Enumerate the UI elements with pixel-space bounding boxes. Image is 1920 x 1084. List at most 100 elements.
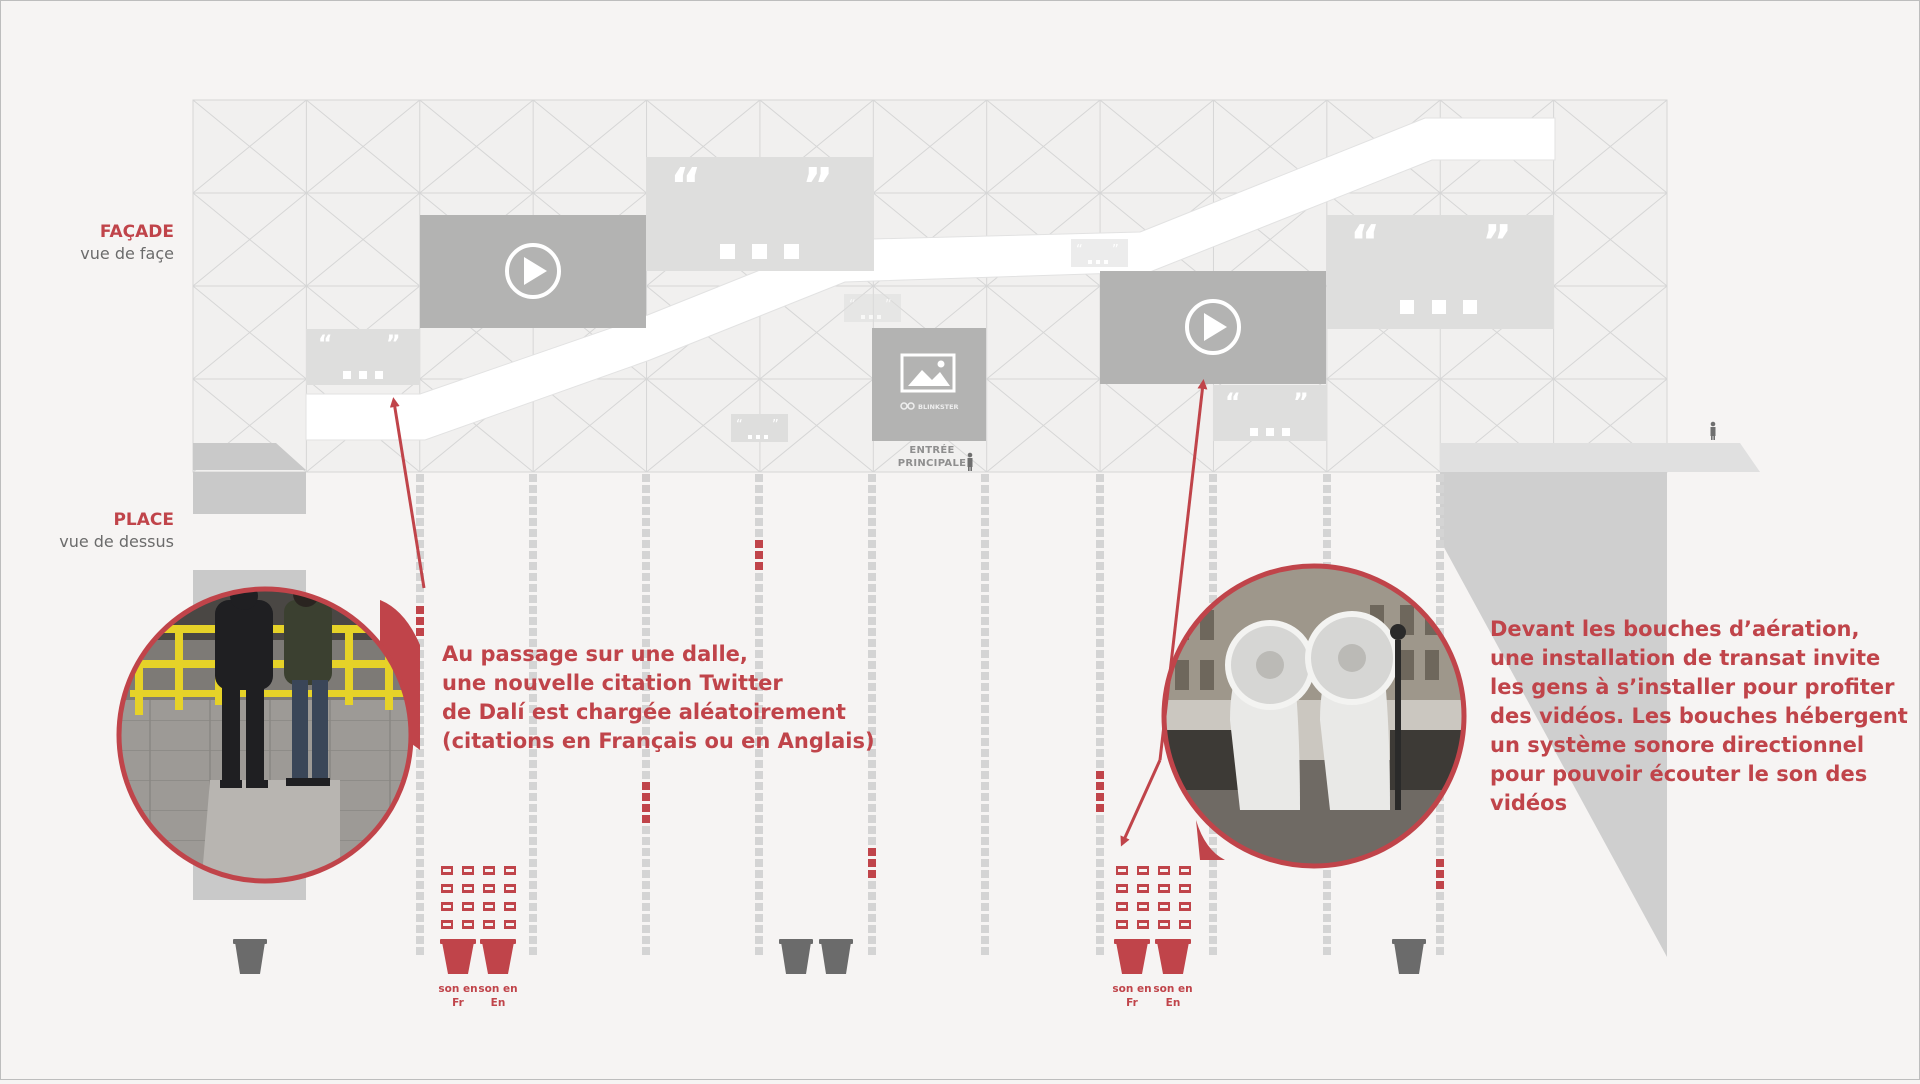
speaker-pot-icon — [1114, 939, 1150, 974]
deck-chairs — [441, 866, 1191, 929]
svg-text:“: “ — [1076, 243, 1083, 258]
speaker-pot-icon — [440, 939, 476, 974]
deck-chair-icon — [1158, 884, 1170, 893]
speaker-label-line: son en — [438, 983, 478, 995]
video-panel-left — [420, 215, 646, 328]
deck-chair-icon — [1158, 902, 1170, 911]
deck-chair-icon — [483, 866, 495, 875]
deck-chair-icon — [504, 920, 516, 929]
annotation-line: pour pouvoir écouter le son des — [1490, 762, 1868, 786]
svg-text:”: ” — [1112, 243, 1119, 258]
deck-chair-icon — [483, 920, 495, 929]
quote-panel-large-1: “ ” — [646, 157, 874, 271]
svg-text:”: ” — [386, 332, 400, 357]
annotation-line: un système sonore directionnel — [1490, 733, 1865, 757]
person-icon — [1710, 421, 1716, 440]
quote-panel-large-2: “ ” — [1327, 215, 1554, 329]
quote-panel-medium: “ ” — [1213, 385, 1327, 441]
svg-text:”: ” — [1482, 215, 1512, 269]
quote-panel-tiny-2: “” — [844, 294, 901, 322]
video-panel-right — [1100, 271, 1326, 384]
deck-chair-icon — [1137, 902, 1149, 911]
deck-chair-icon — [1179, 902, 1191, 911]
svg-text:“: “ — [318, 332, 332, 357]
svg-text:“: “ — [736, 418, 743, 433]
deck-chair-icon — [504, 884, 516, 893]
deck-chair-icon — [441, 866, 453, 875]
speaker-pot-icon — [480, 939, 516, 974]
svg-text:“: “ — [670, 158, 702, 214]
annotation-line: Devant les bouches d’aération, — [1490, 617, 1860, 641]
deck-chair-icon — [1116, 866, 1128, 875]
annotation-line: des vidéos. Les bouches hébergent — [1490, 704, 1908, 728]
deck-chair-icon — [441, 884, 453, 893]
annotation-line: vidéos — [1490, 791, 1568, 815]
annotation-line: une installation de transat invite — [1490, 646, 1881, 670]
person-icon — [967, 452, 973, 471]
image-icon — [900, 353, 956, 393]
quote-panel-tiny-3: “” — [1071, 239, 1128, 267]
deck-chair-icon — [1116, 902, 1128, 911]
photo-air-vents — [1161, 563, 1467, 869]
svg-text:”: ” — [885, 298, 892, 313]
trash-bin-icon — [819, 939, 853, 974]
svg-text:”: ” — [1293, 388, 1309, 416]
trash-bin-icon — [233, 939, 267, 974]
deck-chair-icon — [441, 902, 453, 911]
image-panel: BLINKSTER — [872, 328, 986, 441]
speaker-label-line: son en — [1112, 983, 1152, 995]
svg-text:”: ” — [802, 158, 834, 214]
deck-chair-icon — [1158, 866, 1170, 875]
deck-chair-icon — [1137, 866, 1149, 875]
quote-panel-tiny-1: “” — [731, 414, 788, 442]
play-icon — [505, 243, 561, 299]
deck-chair-icon — [504, 866, 516, 875]
annotation-line: de Dalí est chargée aléatoirement — [442, 700, 846, 724]
svg-text:“: “ — [849, 298, 856, 313]
annotation-line: une nouvelle citation Twitter — [442, 671, 783, 695]
speaker-pot-icon — [1155, 939, 1191, 974]
deck-chair-icon — [462, 920, 474, 929]
deck-chair-icon — [1179, 884, 1191, 893]
speaker-label-line: son en — [1153, 983, 1193, 995]
svg-text:”: ” — [772, 418, 779, 433]
annotation-line: (citations en Français ou en Anglais) — [442, 729, 875, 753]
escalator-tube — [305, 117, 1556, 441]
speaker-label-en-right: son en En — [1151, 982, 1195, 1010]
deck-chair-icon — [483, 884, 495, 893]
trash-bin-icon — [1392, 939, 1426, 974]
speaker-label-line: son en — [478, 983, 518, 995]
trash-bin-icon — [779, 939, 813, 974]
deck-chair-icon — [462, 902, 474, 911]
deck-chair-icon — [483, 902, 495, 911]
speaker-label-line: Fr — [452, 997, 464, 1009]
facade-title: FAÇADE — [99, 222, 174, 242]
deck-chair-icon — [504, 902, 516, 911]
entrance-line-2: PRINCIPALE — [897, 458, 967, 469]
svg-text:“: “ — [1225, 388, 1241, 416]
speaker-label-en-left: son en En — [476, 982, 520, 1010]
deck-chair-icon — [462, 884, 474, 893]
place-label: PLACE vue de dessus — [59, 509, 174, 553]
deck-chair-icon — [1137, 920, 1149, 929]
svg-text:“: “ — [1350, 215, 1380, 269]
deck-chair-icon — [1179, 920, 1191, 929]
deck-chair-icon — [441, 920, 453, 929]
facade-subtitle: vue de façe — [80, 244, 174, 263]
speaker-label-line: En — [490, 997, 506, 1009]
annotation-air-vents: Devant les bouches d’aération, une insta… — [1490, 615, 1908, 818]
deck-chair-icon — [1158, 920, 1170, 929]
main-entrance-label: ENTRÉE PRINCIPALE — [892, 444, 972, 470]
facade-label: FAÇADE vue de façe — [80, 221, 174, 265]
blinkster-label: BLINKSTER — [918, 403, 959, 411]
place-subtitle: vue de dessus — [59, 532, 174, 551]
speaker-label-fr-right: son en Fr — [1110, 982, 1154, 1010]
play-icon — [1185, 299, 1241, 355]
speaker-label-line: En — [1165, 997, 1181, 1009]
deck-chair-icon — [1179, 866, 1191, 875]
deck-chair-icon — [1116, 884, 1128, 893]
speaker-label-line: Fr — [1126, 997, 1138, 1009]
annotation-line: Au passage sur une dalle, — [442, 642, 748, 666]
